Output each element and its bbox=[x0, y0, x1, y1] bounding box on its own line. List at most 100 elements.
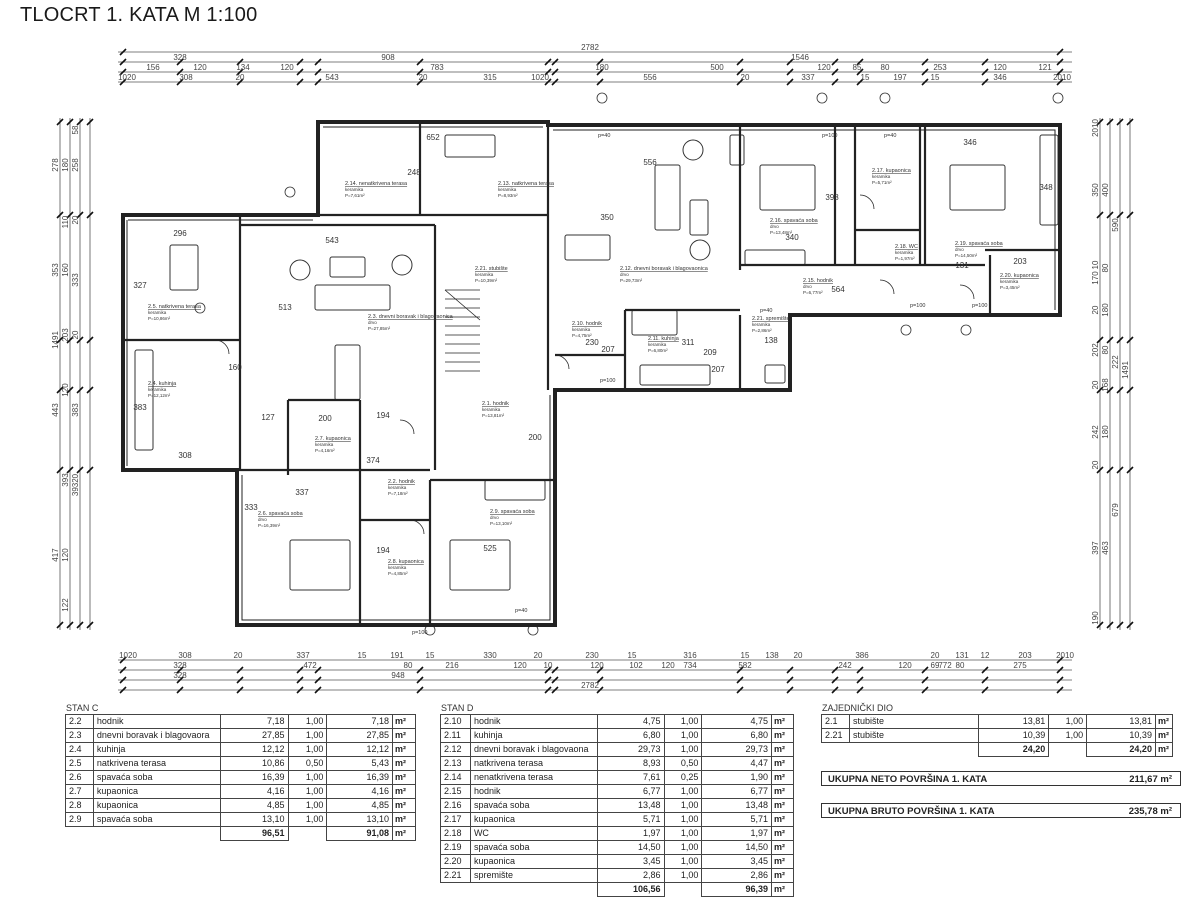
dimension-label: 20 bbox=[741, 73, 750, 82]
dimension-label: 582 bbox=[738, 661, 752, 670]
unit: m² bbox=[771, 784, 794, 799]
interior-dimension: 230 bbox=[585, 338, 599, 347]
coefficient: 0,50 bbox=[287, 756, 328, 771]
wardrobe bbox=[744, 249, 806, 266]
dimension-tick bbox=[1126, 621, 1134, 629]
weighted-area: 1,97 bbox=[701, 826, 772, 841]
room-area: P=8,93m² bbox=[498, 193, 518, 198]
interior-dimension: 138 bbox=[764, 336, 778, 345]
dimension-label: 120 bbox=[590, 661, 604, 670]
armchair bbox=[689, 239, 711, 261]
dimension-label: 121 bbox=[1038, 63, 1052, 72]
dimension-tick bbox=[736, 676, 744, 684]
room-area: P=10,39m² bbox=[475, 278, 498, 283]
room-name: hodnik bbox=[469, 784, 598, 799]
interior-dimension: 564 bbox=[831, 285, 845, 294]
door-width-label: p=100 bbox=[412, 630, 427, 636]
unit: m² bbox=[771, 840, 794, 855]
dimension-tick bbox=[551, 666, 559, 674]
coefficient: 1,00 bbox=[1048, 728, 1088, 743]
room-area: 4,16 bbox=[219, 784, 289, 799]
coefficient: 1,00 bbox=[287, 770, 328, 785]
dimension-tick bbox=[786, 666, 794, 674]
weighted-area: 10,39 bbox=[1086, 728, 1156, 743]
dimension-label: 80 bbox=[881, 63, 890, 72]
dimension-label: 1491 bbox=[51, 331, 60, 349]
dimension-tick bbox=[544, 68, 552, 76]
dimension-tick bbox=[314, 676, 322, 684]
weighted-area: 12,12 bbox=[326, 742, 394, 757]
coefficient: 1,00 bbox=[287, 798, 328, 813]
weighted-area: 13,48 bbox=[701, 798, 772, 813]
unit: m² bbox=[392, 770, 416, 785]
room-floor: keramika bbox=[482, 407, 501, 412]
dimension-tick bbox=[856, 58, 864, 66]
dimension-label: 15 bbox=[931, 73, 940, 82]
coefficient: 1,00 bbox=[663, 812, 703, 827]
room-label: 2.16. spavaća soba bbox=[770, 218, 819, 224]
room-name: kupaonica bbox=[469, 854, 598, 869]
dimension-label: 120 bbox=[280, 63, 294, 72]
dimension-tick bbox=[1056, 68, 1064, 76]
dimension-tick bbox=[176, 686, 184, 694]
room-area: 4,75 bbox=[596, 714, 665, 729]
dimension-tick bbox=[176, 78, 184, 86]
room-number: 2.19 bbox=[440, 840, 471, 855]
interior-dimension: 513 bbox=[278, 303, 292, 312]
dimension-tick bbox=[416, 686, 424, 694]
dimension-label: 2782 bbox=[581, 681, 599, 690]
interior-dimension: 207 bbox=[601, 345, 615, 354]
dimension-tick bbox=[596, 666, 604, 674]
door-swing bbox=[399, 419, 415, 435]
unit: m² bbox=[392, 714, 416, 729]
room-number: 2.4 bbox=[65, 742, 94, 757]
dining-table bbox=[444, 134, 496, 158]
room-label: 2.9. spavaća soba bbox=[490, 509, 536, 515]
room-name: spavaća soba bbox=[92, 812, 221, 827]
dimension-tick bbox=[921, 676, 929, 684]
room-number: 2.13 bbox=[440, 756, 471, 771]
bruto-label: UKUPNA BRUTO POVRŠINA 1. KATA bbox=[828, 806, 995, 817]
dimension-tick bbox=[831, 68, 839, 76]
unit: m² bbox=[392, 756, 416, 771]
total-area: 24,20 bbox=[978, 742, 1050, 757]
room-area: P=13,10m² bbox=[490, 521, 513, 526]
room-label: 2.10. hodnik bbox=[572, 321, 602, 327]
weighted-area: 7,18 bbox=[326, 714, 394, 729]
weighted-area: 5,71 bbox=[701, 812, 772, 827]
dimension-label: 908 bbox=[381, 53, 395, 62]
door-width-label: p=100 bbox=[972, 303, 987, 309]
dimension-tick bbox=[786, 58, 794, 66]
room-labels: 2.14. nenatkrivena terasakeramikaP=7,61m… bbox=[133, 133, 1053, 636]
dimension-tick bbox=[736, 58, 744, 66]
weighted-area: 4,85 bbox=[326, 798, 394, 813]
room-area: 13,48 bbox=[596, 798, 665, 813]
exterior-wall-inner bbox=[126, 126, 1056, 621]
dimension-label: 20 bbox=[931, 651, 940, 660]
dimension-label: 20 bbox=[794, 651, 803, 660]
room-area: 14,50 bbox=[596, 840, 665, 855]
unit: m² bbox=[771, 728, 794, 743]
interior-dimension: 248 bbox=[407, 168, 421, 177]
dimension-tick bbox=[551, 68, 559, 76]
dining-table bbox=[564, 234, 611, 261]
dimension-label: 328 bbox=[173, 671, 187, 680]
dimension-label: 772 bbox=[938, 661, 952, 670]
dimension-label: 156 bbox=[146, 63, 160, 72]
door-swing bbox=[554, 354, 570, 370]
room-label: 2.21. stubište bbox=[475, 266, 508, 272]
dimension-tick bbox=[786, 686, 794, 694]
dimension-label: 463 bbox=[1101, 541, 1110, 555]
dimension-label: 131 bbox=[955, 651, 969, 660]
room-name: kupaonica bbox=[92, 798, 221, 813]
dimension-label: 180 bbox=[61, 158, 70, 172]
dimension-tick bbox=[1056, 676, 1064, 684]
dimension-tick bbox=[314, 58, 322, 66]
